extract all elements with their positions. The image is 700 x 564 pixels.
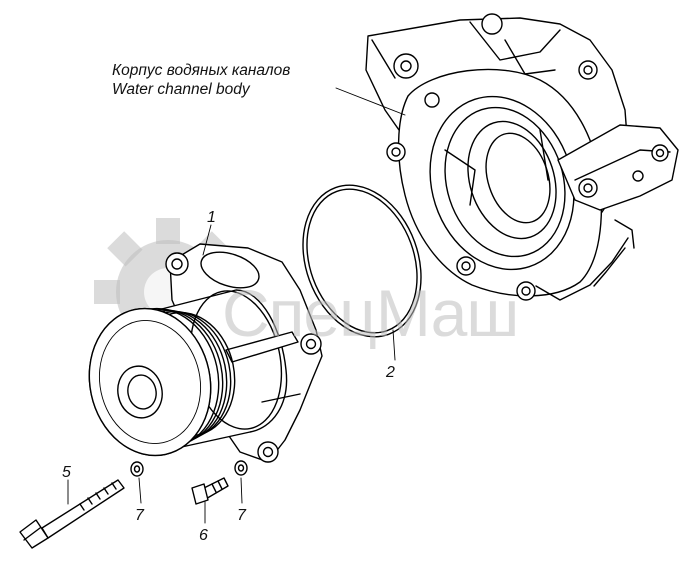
- o-ring-seal: [302, 184, 422, 338]
- washer-left: [130, 461, 144, 477]
- short-bolt: [191, 477, 229, 505]
- caption-en: Water channel body: [112, 81, 251, 98]
- callout-1: 1: [207, 209, 216, 226]
- callout-7-left: 7: [135, 507, 145, 524]
- callout-5: 5: [62, 464, 71, 481]
- washer-right: [234, 460, 248, 476]
- watermark-text: СпецМаш: [222, 276, 518, 350]
- long-bolt: [19, 479, 125, 549]
- callout-6: 6: [199, 527, 208, 544]
- callout-numbers: 1 2 5 6 7 7: [62, 209, 395, 544]
- callout-7-right: 7: [237, 507, 247, 524]
- caption-block: Корпус водяных каналов Water channel bod…: [112, 62, 290, 98]
- callout-2: 2: [385, 364, 395, 381]
- water-pump: [88, 243, 323, 463]
- leader-lines: [67, 87, 406, 524]
- caption-ru: Корпус водяных каналов: [112, 62, 290, 79]
- water-channel-body: [365, 13, 679, 301]
